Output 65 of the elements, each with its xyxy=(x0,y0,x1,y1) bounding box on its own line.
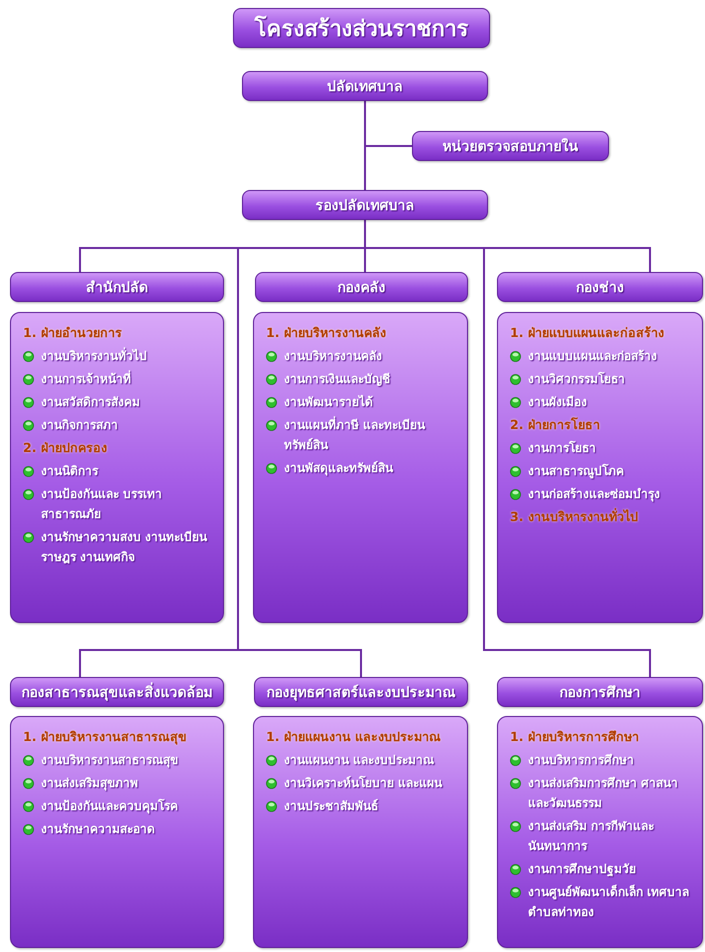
unit-name: กองคลัง xyxy=(338,279,386,298)
task-item: งานแบบแผนและก่อสร้าง xyxy=(528,348,657,365)
section-heading: 1. ฝ่ายอำนวยการ xyxy=(23,324,122,342)
task-item: งานบริหารการศึกษา xyxy=(528,752,634,769)
department-panel xyxy=(497,312,703,623)
task-item: งานบริหารงานสาธารณสุข xyxy=(41,752,178,770)
task-item: งานป้องกันและ บรรเทาสาธารณภัย xyxy=(41,486,164,523)
task-item: งานพัสดุและทรัพย์สิน xyxy=(284,460,393,478)
org-unit-box xyxy=(255,272,468,302)
org-unit-box xyxy=(242,190,488,220)
department-panel xyxy=(10,716,224,948)
unit-name: ปลัดเทศบาล xyxy=(327,78,403,97)
unit-name: หน่วยตรวจสอบภายใน xyxy=(442,137,578,157)
task-item: งานแผนที่ภาษี และทะเบียนทรัพย์สิน xyxy=(284,415,426,454)
section-heading: 3. งานบริหารงานทั่วไป xyxy=(510,507,638,526)
task-item: งานสาธารณูปโภค xyxy=(528,462,624,480)
section-heading: 1. ฝ่ายแผนงาน และงบประมาณ xyxy=(266,728,442,746)
org-unit-box xyxy=(10,272,224,302)
task-item: งานสวัสดิการสังคม xyxy=(41,394,140,411)
unit-name: กองยุทธศาสตร์และงบประมาณ xyxy=(266,684,456,703)
connector-line xyxy=(364,101,412,147)
department-panel xyxy=(497,716,703,948)
section-heading: 2. ฝ่ายปกครอง xyxy=(23,439,107,457)
task-item: งานนิติการ xyxy=(41,463,98,480)
org-unit-box xyxy=(497,677,703,707)
task-item: งานส่งเสริมการศึกษา ศาสนา และวัฒนธรรม xyxy=(528,775,680,812)
department-panel xyxy=(253,312,468,623)
section-heading: 1. ฝ่ายแบบแผนและก่อสร้าง xyxy=(510,324,664,342)
task-item: งานประชาสัมพันธ์ xyxy=(284,798,378,815)
org-unit-box xyxy=(497,272,703,302)
org-unit-box xyxy=(242,71,488,101)
task-item: งานการเงินและบัญชี xyxy=(284,371,390,388)
task-item: งานรักษาความสะอาด xyxy=(41,821,155,838)
task-item: งานการศึกษาปฐมวัย xyxy=(528,861,636,878)
section-heading: 2. ฝ่ายการโยธา xyxy=(510,416,600,434)
task-item: งานการเจ้าหน้าที่ xyxy=(41,369,131,388)
department-panel xyxy=(253,716,468,948)
task-item: งานกิจการสภา xyxy=(41,417,118,434)
unit-name: รองปลัดเทศบาล xyxy=(316,197,414,216)
title-banner: โครงสร้างส่วนราชการ xyxy=(233,8,490,48)
task-item: งานวิเคราะห์นโยบาย และแผน xyxy=(284,774,442,792)
org-unit-box xyxy=(412,131,609,161)
task-item: งานส่งเสริมสุขภาพ xyxy=(41,775,138,793)
unit-name: กองช่าง xyxy=(576,279,624,298)
task-item: งานศูนย์พัฒนาเด็กเล็ก เทศบาลตำบลท่าทอง xyxy=(528,884,690,921)
unit-name: สำนักปลัด xyxy=(86,279,148,298)
org-unit-box xyxy=(10,677,224,707)
task-item: งานแผนงาน และงบประมาณ xyxy=(284,752,434,769)
department-panel xyxy=(10,312,224,623)
task-item: งานการโยธา xyxy=(528,440,596,457)
task-item: งานรักษาความสงบ งานทะเบียนราษฎร งานเทศกิจ xyxy=(41,529,208,566)
org-unit-box xyxy=(254,677,468,707)
unit-name: กองการศึกษา xyxy=(560,684,640,703)
task-item: งานวิศวกรรมโยธา xyxy=(528,370,625,388)
task-item: งานส่งเสริม การกีฬาและนันทนาการ xyxy=(528,818,656,855)
section-heading: 1. ฝ่ายบริหารงานสาธารณสุข xyxy=(23,728,187,747)
task-item: งานบริหารงานทั่วไป xyxy=(41,346,147,365)
task-item: งานก่อสร้างและซ่อมบำรุง xyxy=(528,486,660,504)
section-heading: 1. ฝ่ายบริหารงานคลัง xyxy=(266,324,386,342)
task-item: งานพัฒนารายได้ xyxy=(284,394,373,411)
task-item: งานป้องกันและควบคุมโรค xyxy=(41,798,178,816)
section-heading: 1. ฝ่ายบริหารการศึกษา xyxy=(510,728,639,746)
task-item: งานผังเมือง xyxy=(528,394,587,411)
task-item: งานบริหารงานคลัง xyxy=(284,348,382,365)
unit-name: กองสาธารณสุขและสิ่งแวดล้อม xyxy=(22,681,212,703)
